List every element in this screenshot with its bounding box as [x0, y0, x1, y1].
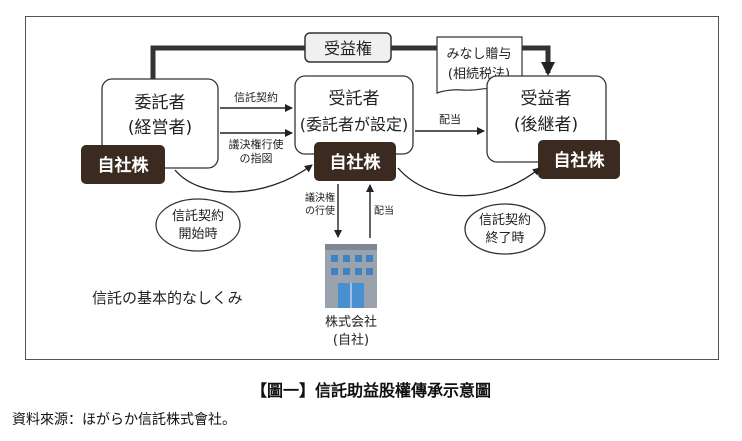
- voting-exercise-line2: の行使: [305, 204, 335, 217]
- beneficiary-own-stock-box: [538, 140, 620, 179]
- trust-end-line1: 信託契約: [479, 212, 531, 228]
- settlor-own-stock-label: 自社株: [98, 155, 150, 176]
- company-subtitle: (自社): [333, 332, 369, 348]
- trust-end-line2: 終了時: [485, 230, 524, 246]
- trustee-own-stock-label: 自社株: [330, 152, 382, 173]
- trust-start-oval: [155, 198, 241, 252]
- beneficiary-own-stock-label: 自社株: [554, 150, 606, 171]
- settlor-subtitle: (経営者): [128, 118, 192, 138]
- dividend-label: 配当: [439, 112, 461, 126]
- deemed-gift-line1: みなし贈与: [446, 46, 511, 62]
- voting-instruction-line1: 議決権行使: [229, 137, 284, 151]
- trustee-subtitle: (委託者が設定): [300, 115, 409, 134]
- settlor-own-stock-box: [81, 145, 165, 184]
- voting-exercise-line1: 議決権: [305, 191, 335, 204]
- settlor-title: 委託者: [135, 93, 186, 113]
- figure-caption: 【圖一】信託助益股權傳承示意圖: [250, 381, 491, 400]
- trust-contract-label: 信託契約: [234, 90, 278, 104]
- stock-transfer-end-arrow: [397, 167, 541, 197]
- trustee-own-stock-box: [314, 142, 396, 181]
- trust-start-line1: 信託契約: [172, 208, 224, 224]
- company-dividend-label: 配当: [374, 204, 394, 217]
- source-note: 資料來源：ほがらか信託株式會社。: [12, 412, 236, 428]
- beneficial-rights-box: [304, 32, 392, 63]
- voting-instruction-line2: の指図: [240, 151, 273, 165]
- company-building-icon: [325, 244, 377, 308]
- company-name: 株式会社: [325, 314, 377, 330]
- trust-end-oval: [464, 203, 546, 255]
- stock-transfer-start-arrow: [174, 164, 313, 193]
- mechanism-note: 信託の基本的なしくみ: [92, 289, 243, 307]
- beneficial-rights-label: 受益権: [324, 39, 372, 58]
- beneficiary-subtitle: (後継者): [514, 115, 578, 135]
- beneficiary-title: 受益者: [521, 89, 572, 109]
- trustee-title: 受託者: [329, 89, 380, 109]
- trust-start-line2: 開始時: [178, 227, 217, 242]
